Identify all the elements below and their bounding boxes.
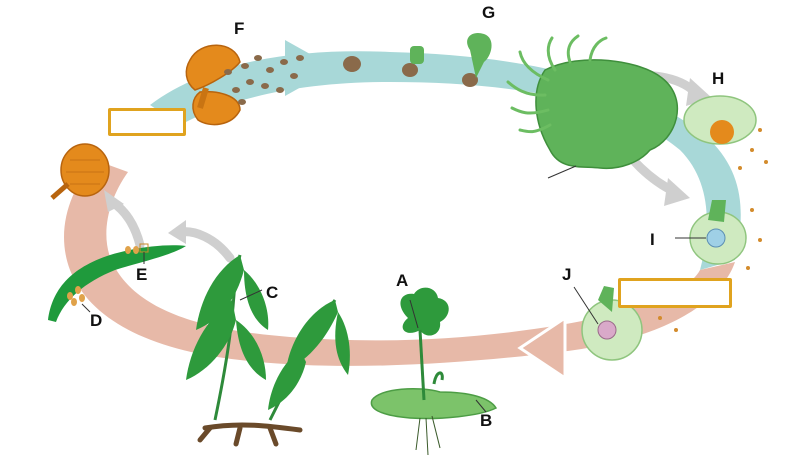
label-h: H (712, 69, 725, 88)
arrowhead-to-sporangium (104, 190, 124, 212)
antheridium-h (683, 95, 768, 170)
arrowhead-to-i (664, 178, 690, 206)
released-spores (224, 55, 304, 105)
cycle-arrowhead-top (285, 40, 335, 96)
answer-box-diploid[interactable] (618, 278, 732, 308)
fertilized-archegonium-j (573, 280, 678, 361)
label-j: J (562, 265, 572, 284)
mature-fern-sporophyte (186, 254, 350, 447)
sporangium (50, 143, 110, 200)
germinating-spores (343, 32, 492, 87)
arrowhead-to-e (168, 220, 186, 244)
label-a: A (396, 271, 409, 290)
label-i: I (650, 230, 655, 249)
label-e: E (136, 265, 148, 284)
pinna-with-sori (48, 243, 186, 322)
label-f: F (234, 19, 245, 38)
label-d: D (90, 311, 103, 330)
archegonium-i (675, 200, 762, 270)
cycle-arrowhead-bottom (517, 315, 567, 381)
opening-sporangium-f (185, 44, 241, 126)
answer-box-haploid[interactable] (108, 108, 186, 136)
label-g: G (482, 3, 496, 22)
gametophyte-prothallus (506, 34, 679, 179)
arrow-to-e (175, 227, 235, 263)
young-sporophyte (370, 287, 498, 456)
label-c: C (266, 283, 279, 302)
label-b: B (480, 411, 493, 430)
arrow-to-sporangium (107, 197, 145, 250)
